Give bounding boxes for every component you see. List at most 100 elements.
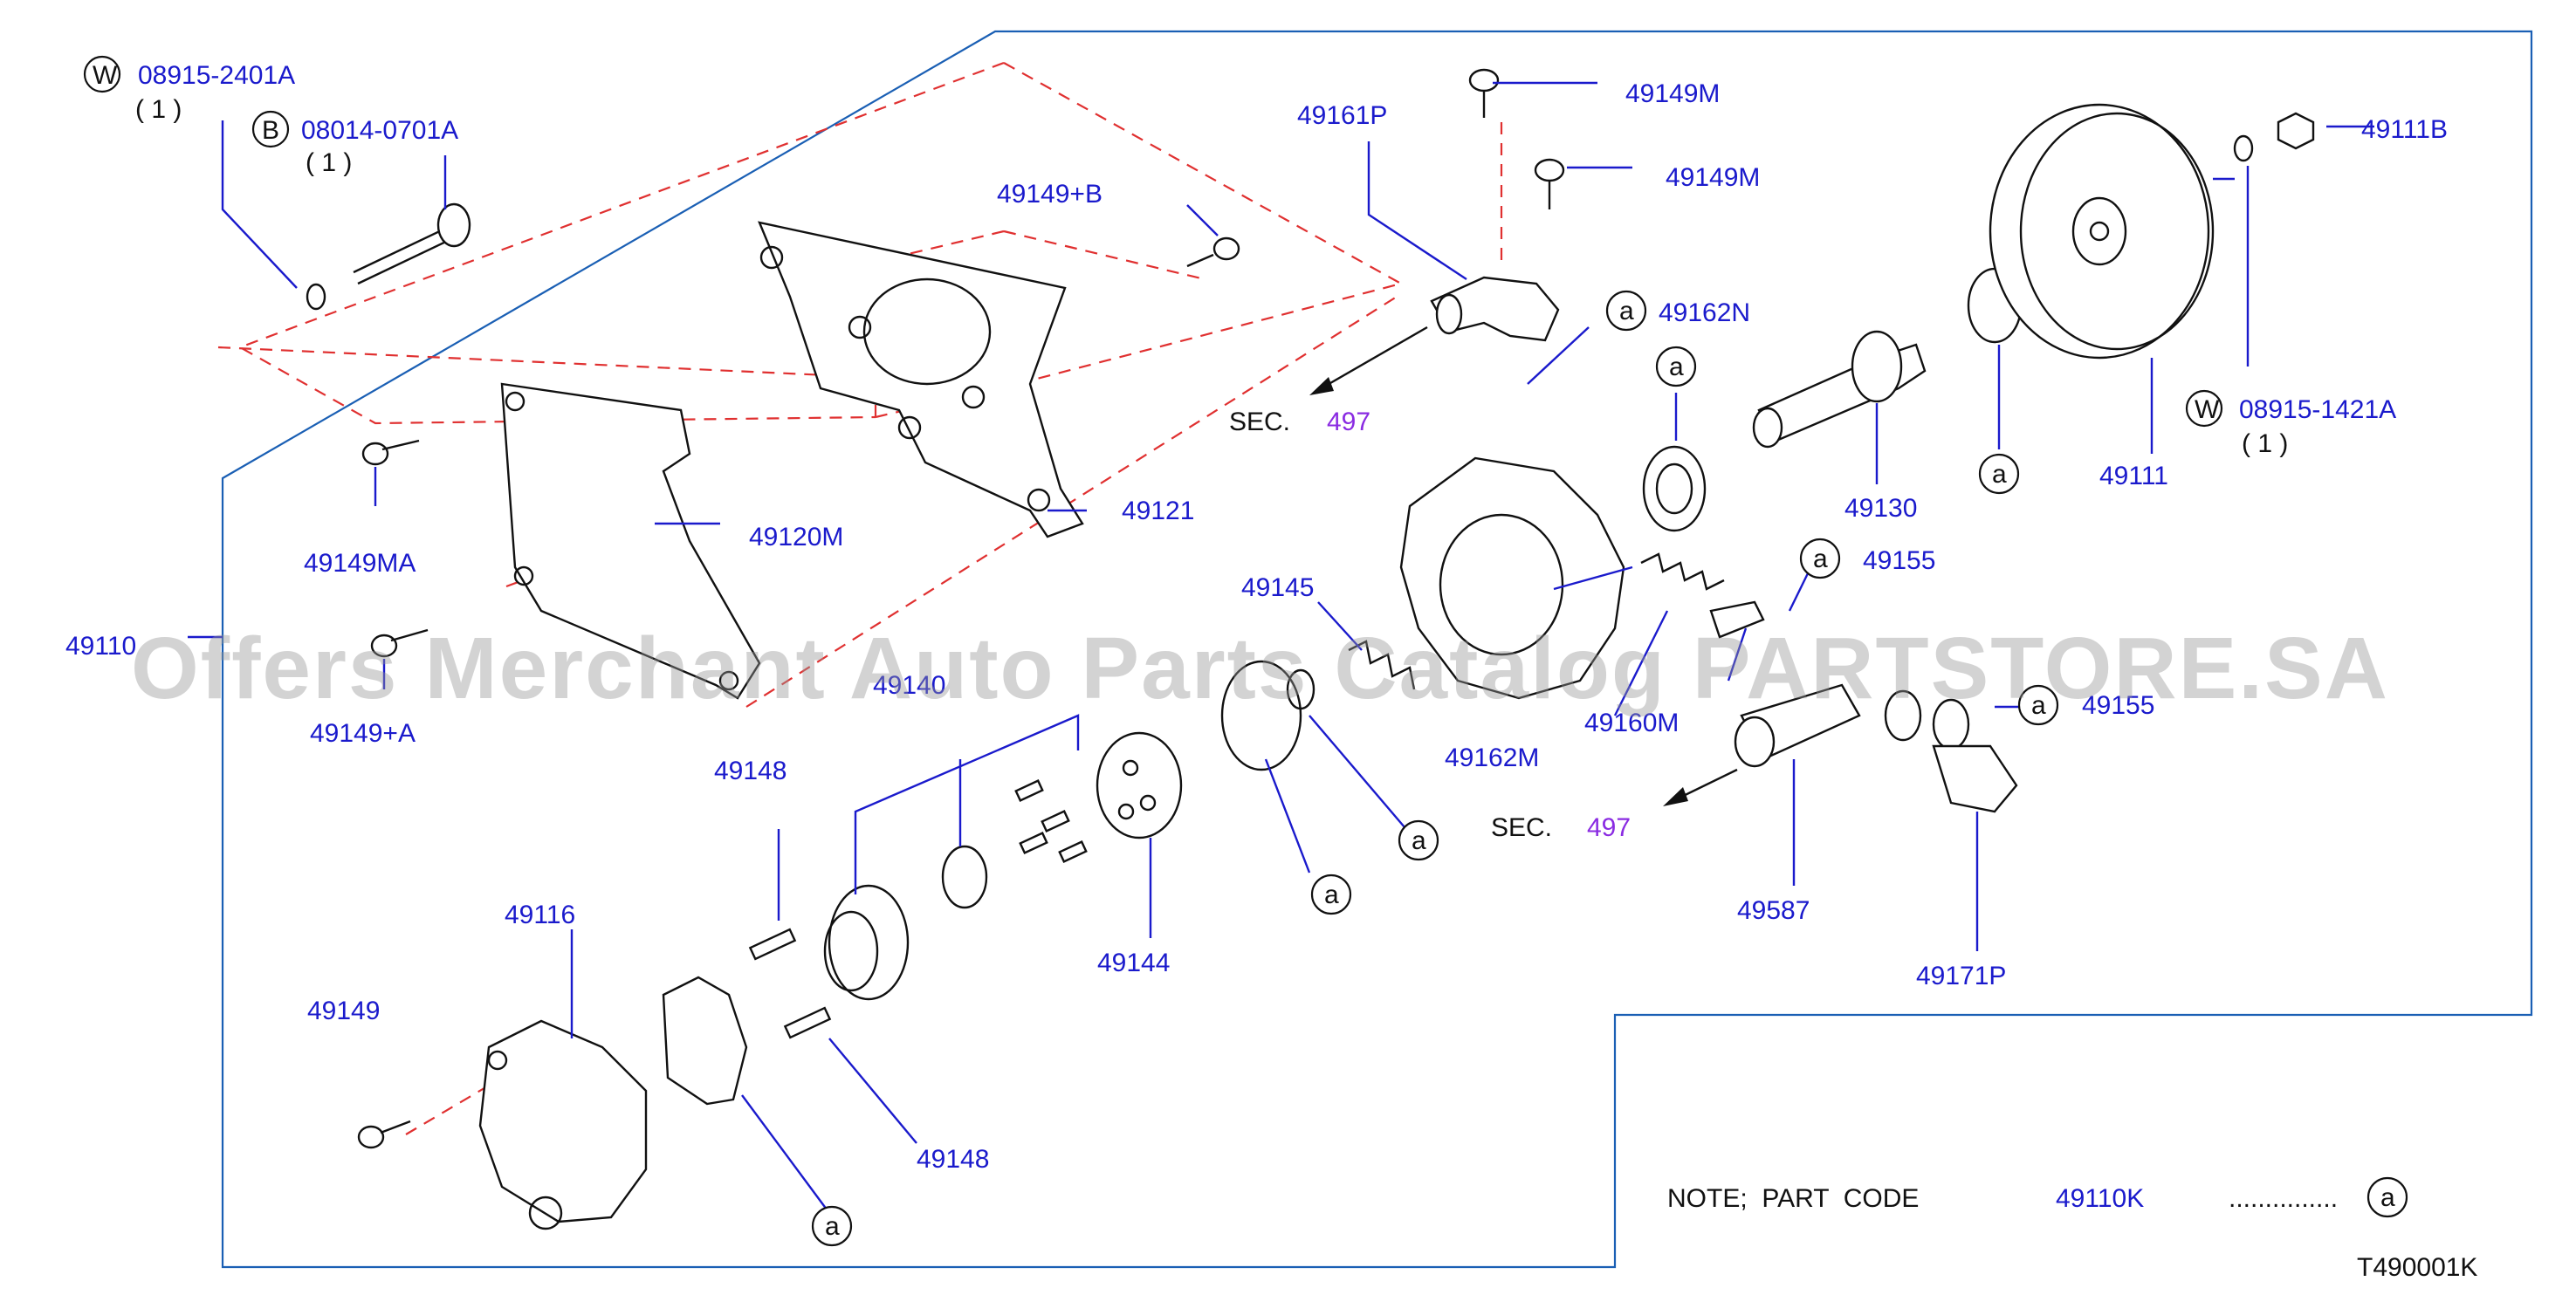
label-49155-2[interactable]: 49155 bbox=[2082, 691, 2154, 720]
label-49149b[interactable]: 49149+B bbox=[997, 180, 1103, 209]
svg-text:a: a bbox=[825, 1212, 840, 1241]
qty-08014-0701a: ( 1 ) bbox=[306, 148, 352, 177]
svg-text:a: a bbox=[2380, 1183, 2395, 1212]
label-49110[interactable]: 49110 bbox=[65, 632, 136, 661]
rear-gasket-part bbox=[662, 976, 748, 1106]
symbol-b: B bbox=[251, 110, 290, 148]
svg-text:a: a bbox=[1669, 353, 1684, 381]
label-49149[interactable]: 49149 bbox=[307, 997, 380, 1025]
label-49155-1[interactable]: 49155 bbox=[1863, 546, 1935, 575]
label-49171p[interactable]: 49171P bbox=[1916, 962, 2006, 990]
label-08915-1421a[interactable]: 08915-1421A bbox=[2239, 395, 2396, 424]
pressure-plate-part bbox=[1096, 731, 1183, 839]
union-bolt-part bbox=[1932, 744, 2018, 813]
leader-lines bbox=[188, 81, 2374, 1214]
callout-a-seal: a bbox=[1655, 346, 1697, 387]
bracket-part bbox=[500, 382, 761, 700]
label-49130[interactable]: 49130 bbox=[1844, 494, 1917, 523]
callout-a-oring: a bbox=[1310, 874, 1352, 915]
oil-seal-part bbox=[1642, 445, 1707, 532]
label-08014-0701a[interactable]: 08014-0701A bbox=[301, 116, 458, 145]
label-49162n[interactable]: 49162N bbox=[1659, 298, 1750, 327]
callout-a-snapring: a bbox=[1978, 453, 2020, 495]
circlip-part bbox=[2233, 134, 2254, 162]
label-49120m[interactable]: 49120M bbox=[749, 523, 843, 552]
bolt-49149m2-part bbox=[1534, 158, 1565, 209]
rear-cover-part bbox=[478, 1019, 648, 1223]
assembly-outline bbox=[221, 30, 2533, 1269]
gasket-spring-part bbox=[1348, 640, 1416, 690]
note-label: NOTE; PART CODE bbox=[1667, 1184, 1919, 1213]
symbol-w-1: W bbox=[83, 55, 121, 93]
rotor-part bbox=[941, 845, 988, 909]
sec-number-2[interactable]: 497 bbox=[1587, 813, 1631, 842]
label-49149m-2[interactable]: 49149M bbox=[1666, 163, 1760, 192]
label-49149a[interactable]: 49149+A bbox=[310, 719, 416, 748]
svg-text:B: B bbox=[262, 116, 279, 145]
label-49144[interactable]: 49144 bbox=[1097, 949, 1170, 977]
label-49111[interactable]: 49111 bbox=[2099, 462, 2168, 490]
sec-arrow-2 bbox=[1663, 768, 1738, 806]
label-49149m-1[interactable]: 49149M bbox=[1625, 79, 1720, 108]
shaft-part bbox=[1752, 330, 1927, 449]
svg-text:W: W bbox=[93, 61, 118, 90]
svg-text:a: a bbox=[1412, 826, 1426, 855]
callout-a-gasket: a bbox=[811, 1205, 853, 1247]
sec-number-1[interactable]: 497 bbox=[1327, 408, 1370, 436]
sec-arrow-1 bbox=[1309, 325, 1428, 395]
cam-ring-part bbox=[823, 884, 910, 1001]
bolt-49149a-part bbox=[370, 628, 429, 658]
label-49148-2[interactable]: 49148 bbox=[917, 1145, 989, 1174]
long-bolt-part bbox=[353, 202, 471, 285]
svg-text:a: a bbox=[1813, 545, 1828, 573]
hose-fitting-part bbox=[1430, 276, 1560, 342]
diagram-id: T490001K bbox=[2357, 1253, 2477, 1282]
label-08915-2401a[interactable]: 08915-2401A bbox=[138, 61, 295, 90]
pump-body-part bbox=[1399, 456, 1625, 700]
bracket-plate-part bbox=[758, 221, 1084, 538]
qty-08915-1421a: ( 1 ) bbox=[2242, 429, 2288, 458]
connector-part bbox=[1734, 683, 1861, 768]
callout-a-49155-1: a bbox=[1799, 538, 1841, 579]
callout-a-49162n: a bbox=[1605, 290, 1647, 332]
label-49161p[interactable]: 49161P bbox=[1297, 101, 1387, 130]
label-49587[interactable]: 49587 bbox=[1737, 896, 1810, 925]
bolt-49149m1-part bbox=[1468, 68, 1500, 118]
nut-part bbox=[2277, 112, 2315, 150]
note-dots: ............... bbox=[2229, 1184, 2338, 1213]
dowel-pin-1-part bbox=[748, 928, 797, 961]
svg-text:a: a bbox=[1992, 460, 2007, 489]
note-part-code[interactable]: 49110K bbox=[2056, 1184, 2144, 1213]
bolt-49149-part bbox=[357, 1120, 411, 1149]
bolt-49149ma-part bbox=[361, 439, 420, 466]
vanes-part bbox=[1014, 779, 1088, 863]
svg-text:a: a bbox=[1619, 297, 1634, 325]
label-49160m[interactable]: 49160M bbox=[1584, 709, 1679, 737]
svg-text:W: W bbox=[2195, 395, 2220, 424]
svg-text:a: a bbox=[2031, 691, 2046, 720]
sec-label-2: SEC. bbox=[1491, 813, 1552, 842]
watermark: Offers Merchant Auto Parts Catalog PARTS… bbox=[131, 620, 2389, 717]
washer-part bbox=[306, 283, 326, 311]
svg-text:a: a bbox=[1324, 880, 1339, 909]
callout-a-49155-2: a bbox=[2017, 684, 2059, 726]
label-49121[interactable]: 49121 bbox=[1122, 497, 1194, 525]
spring-part bbox=[1640, 552, 1725, 591]
o-ring-part bbox=[1220, 660, 1302, 771]
callout-a-oring-small: a bbox=[1398, 819, 1439, 861]
symbol-w-2: W bbox=[2185, 389, 2223, 428]
relief-valve-part bbox=[1709, 600, 1765, 639]
label-49148-1[interactable]: 49148 bbox=[714, 757, 787, 785]
label-49116[interactable]: 49116 bbox=[505, 901, 575, 929]
label-49149ma[interactable]: 49149MA bbox=[304, 549, 416, 578]
qty-08915-2401a: ( 1 ) bbox=[135, 95, 182, 124]
bolt-49149b-part bbox=[1186, 236, 1240, 268]
small-o-ring-part bbox=[1286, 668, 1315, 710]
callout-a-note: a bbox=[2366, 1176, 2408, 1218]
dowel-pin-2-part bbox=[783, 1006, 832, 1039]
label-49111b[interactable]: 49111B bbox=[2361, 115, 2448, 144]
label-49162m[interactable]: 49162M bbox=[1445, 743, 1539, 772]
label-49140[interactable]: 49140 bbox=[873, 671, 945, 700]
label-49145[interactable]: 49145 bbox=[1241, 573, 1314, 602]
